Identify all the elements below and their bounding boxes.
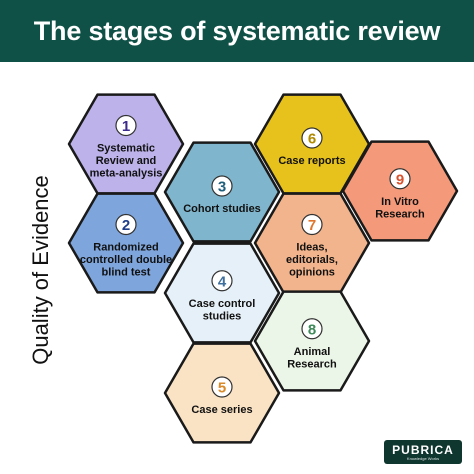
hexagon-shape <box>253 290 371 392</box>
stage-label-line: meta-analysis <box>90 168 163 180</box>
number-badge <box>301 213 323 236</box>
stage-number: 5 <box>218 380 226 397</box>
number-badge <box>211 270 233 292</box>
number-badge <box>301 318 323 340</box>
logo-tagline: Knowledge Works <box>406 455 440 461</box>
number-badge <box>211 376 233 398</box>
page-title: The stages of systematic review <box>33 15 441 46</box>
number-badge <box>211 175 233 197</box>
stage-label-line: Case control <box>189 298 256 310</box>
stage-number: 4 <box>218 273 227 290</box>
stage-label-line: Case reports <box>278 155 345 167</box>
stage-label-line: blind test <box>102 267 151 279</box>
stage-label-line: opinions <box>289 267 335 279</box>
number-badge <box>389 168 411 190</box>
title-banner: The stages of systematic review <box>0 0 474 62</box>
stage-label-line: Ideas, <box>296 242 327 254</box>
stage-label-line: Cohort studies <box>183 203 261 215</box>
stage-label-line: editorials, <box>286 254 338 266</box>
hexagon-shape <box>67 192 185 294</box>
stage-number: 6 <box>308 131 316 148</box>
stage-label-line: Review and <box>96 155 157 167</box>
hexagon-shape <box>341 140 459 242</box>
logo-name: PUBRICA <box>392 442 454 457</box>
number-badge <box>301 127 323 149</box>
stage-label-line: studies <box>203 310 242 322</box>
brand-logo: PUBRICA Knowledge Works <box>384 440 462 464</box>
stage-label-line: controlled double <box>80 254 172 266</box>
stage-label-line: Animal <box>294 346 331 358</box>
stage-label-line: In Vitro <box>381 196 419 208</box>
stage-label-line: Research <box>287 358 337 370</box>
number-badge <box>115 213 137 236</box>
stage-number: 8 <box>308 321 316 338</box>
stage-number: 9 <box>396 171 404 188</box>
stage-label-line: Randomized <box>93 242 158 254</box>
number-badge <box>115 114 137 137</box>
stage-number: 3 <box>218 179 226 196</box>
stage-label-line: Research <box>375 208 425 220</box>
stage-number: 2 <box>122 217 130 234</box>
stage-label-line: Systematic <box>97 143 155 155</box>
stage-label-line: Case series <box>191 404 252 416</box>
stage-number: 7 <box>308 217 316 234</box>
stage-number: 1 <box>122 118 130 135</box>
